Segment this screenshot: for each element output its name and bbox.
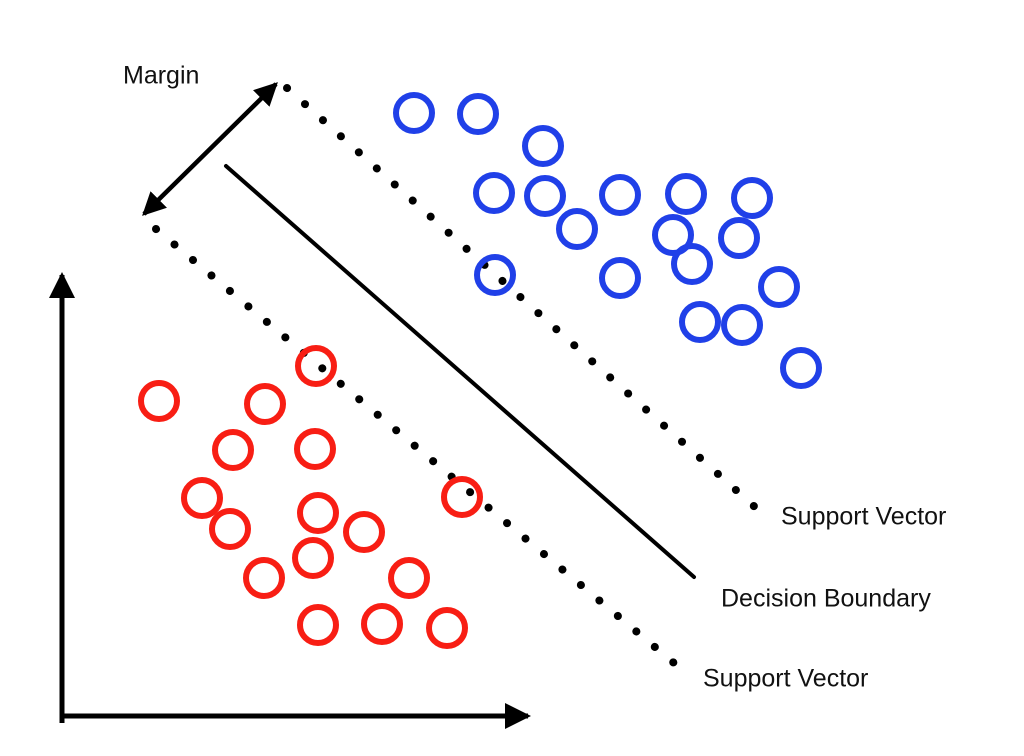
data-point bbox=[671, 243, 713, 285]
data-point bbox=[780, 347, 822, 389]
data-point bbox=[721, 304, 763, 346]
data-point bbox=[652, 214, 694, 256]
data-point bbox=[295, 345, 337, 387]
data-point bbox=[138, 380, 180, 422]
data-point bbox=[441, 476, 483, 518]
data-point bbox=[524, 175, 566, 217]
data-point bbox=[679, 301, 721, 343]
data-point bbox=[181, 477, 223, 519]
data-point bbox=[343, 511, 385, 553]
axes bbox=[49, 271, 532, 730]
data-point bbox=[292, 537, 334, 579]
data-point bbox=[599, 174, 641, 216]
data-point bbox=[556, 208, 598, 250]
support-vector-line-upper bbox=[283, 84, 760, 512]
data-point bbox=[243, 557, 285, 599]
margin-arrow bbox=[142, 82, 278, 216]
data-point bbox=[731, 177, 773, 219]
annotation-labels: Margin Support Vector Decision Boundary … bbox=[123, 62, 946, 693]
boundary-and-margin-lines bbox=[142, 82, 760, 667]
data-point bbox=[665, 173, 707, 215]
data-point bbox=[758, 266, 800, 308]
data-point bbox=[426, 607, 468, 649]
data-point bbox=[522, 125, 564, 167]
margin-label: Margin bbox=[123, 62, 199, 90]
support-vector-upper-label: Support Vector bbox=[781, 503, 946, 531]
support-vector-lower-label: Support Vector bbox=[703, 665, 868, 693]
data-point bbox=[294, 428, 336, 470]
data-point bbox=[209, 508, 251, 550]
data-point bbox=[244, 383, 286, 425]
decision-boundary-label: Decision Boundary bbox=[721, 585, 931, 613]
data-point bbox=[473, 172, 515, 214]
data-point bbox=[393, 92, 435, 134]
data-point bbox=[474, 254, 516, 296]
data-point bbox=[297, 492, 339, 534]
data-point bbox=[297, 604, 339, 646]
data-point bbox=[361, 603, 403, 645]
data-point bbox=[718, 217, 760, 259]
data-point bbox=[599, 257, 641, 299]
decision-boundary-line bbox=[224, 164, 696, 579]
data-point bbox=[457, 93, 499, 135]
data-point bbox=[212, 429, 254, 471]
class-b-points bbox=[138, 345, 483, 649]
support-vector-line-lower bbox=[152, 225, 678, 667]
class-a-points bbox=[393, 92, 822, 389]
data-point bbox=[388, 557, 430, 599]
